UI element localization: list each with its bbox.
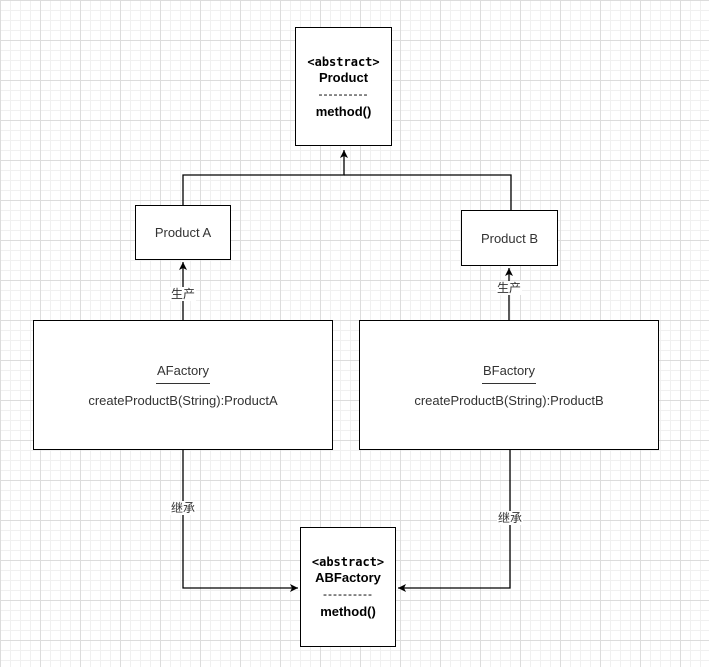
product-separator: ---------- [318, 86, 369, 101]
product-stereotype: <abstract> [307, 54, 380, 69]
edge-label-produce-b: 生产 [496, 281, 523, 295]
bfactory-node[interactable]: BFactory createProductB(String):ProductB [359, 320, 659, 450]
edge-bfactory-to-abfactory [398, 450, 511, 592]
edge-label-produce-a: 生产 [170, 287, 197, 301]
abfactory-name: ABFactory [315, 570, 381, 585]
edge-product-b-to-product [344, 174, 512, 210]
abfactory-separator: ---------- [323, 587, 373, 601]
afactory-name: AFactory [156, 362, 209, 378]
bfactory-divider [482, 382, 536, 384]
product-b-name: Product B [480, 230, 539, 246]
abfactory-method: method() [320, 604, 376, 619]
afactory-node[interactable]: AFactory createProductB(String):ProductA [33, 320, 333, 450]
product-a-name: Product A [154, 225, 212, 240]
abstract-product-node[interactable]: <abstract> Product ---------- method() [295, 27, 392, 146]
bfactory-method: createProductB(String):ProductB [414, 392, 604, 408]
afactory-divider [156, 382, 210, 384]
bfactory-name: BFactory [482, 362, 535, 378]
edge-afactory-to-abfactory [182, 450, 298, 592]
product-method: method() [315, 103, 372, 119]
edge-product-a-to-product [182, 150, 348, 205]
abfactory-stereotype: <abstract> [311, 555, 385, 569]
product-b-node[interactable]: Product B [461, 210, 558, 266]
edge-label-inherit-a: 继承 [170, 501, 197, 515]
product-a-node[interactable]: Product A [135, 205, 231, 260]
abstract-abfactory-node[interactable]: <abstract> ABFactory ---------- method() [300, 527, 396, 647]
afactory-method: createProductB(String):ProductA [88, 392, 278, 408]
product-name: Product [318, 69, 369, 85]
edge-label-inherit-b: 继承 [497, 511, 524, 525]
